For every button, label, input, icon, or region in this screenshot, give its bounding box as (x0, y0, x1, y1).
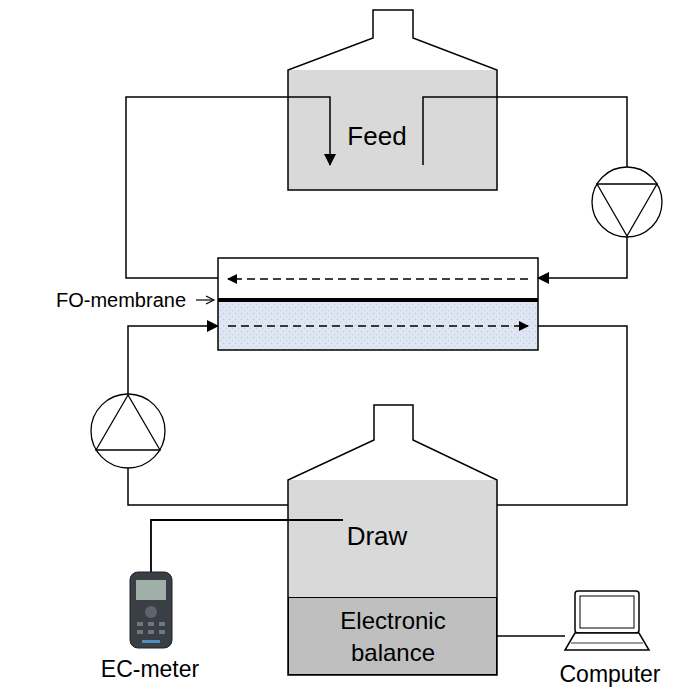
ec-meter: EC-meter (90, 565, 210, 687)
node-label: FO-membrane (56, 288, 186, 312)
node-label: EC-meter (101, 656, 199, 684)
computer: Computer (552, 585, 672, 690)
feed-tank (288, 10, 497, 190)
draw-tank (288, 405, 497, 675)
membrane-module: FO-membrane (218, 258, 538, 350)
leader-arrow (196, 296, 214, 304)
flow-line (497, 635, 565, 637)
flow-line (126, 97, 330, 278)
electronic-balance: Electronic balance (288, 597, 497, 675)
flow-line (497, 326, 627, 505)
ec-meter-icon (130, 572, 172, 648)
laptop-icon (565, 591, 649, 650)
node-label: Computer (560, 661, 661, 689)
draw-tank: DrawElectronic balance (288, 405, 497, 675)
pump-symbol (592, 167, 662, 237)
sensor-cable (151, 520, 343, 572)
node-label: Draw (347, 521, 408, 552)
membrane-module (218, 258, 538, 350)
pump-symbol (91, 394, 165, 468)
node-label: Electronic balance (318, 605, 468, 670)
node-label: Feed (347, 121, 406, 152)
feed-tank: Feed (288, 10, 497, 190)
